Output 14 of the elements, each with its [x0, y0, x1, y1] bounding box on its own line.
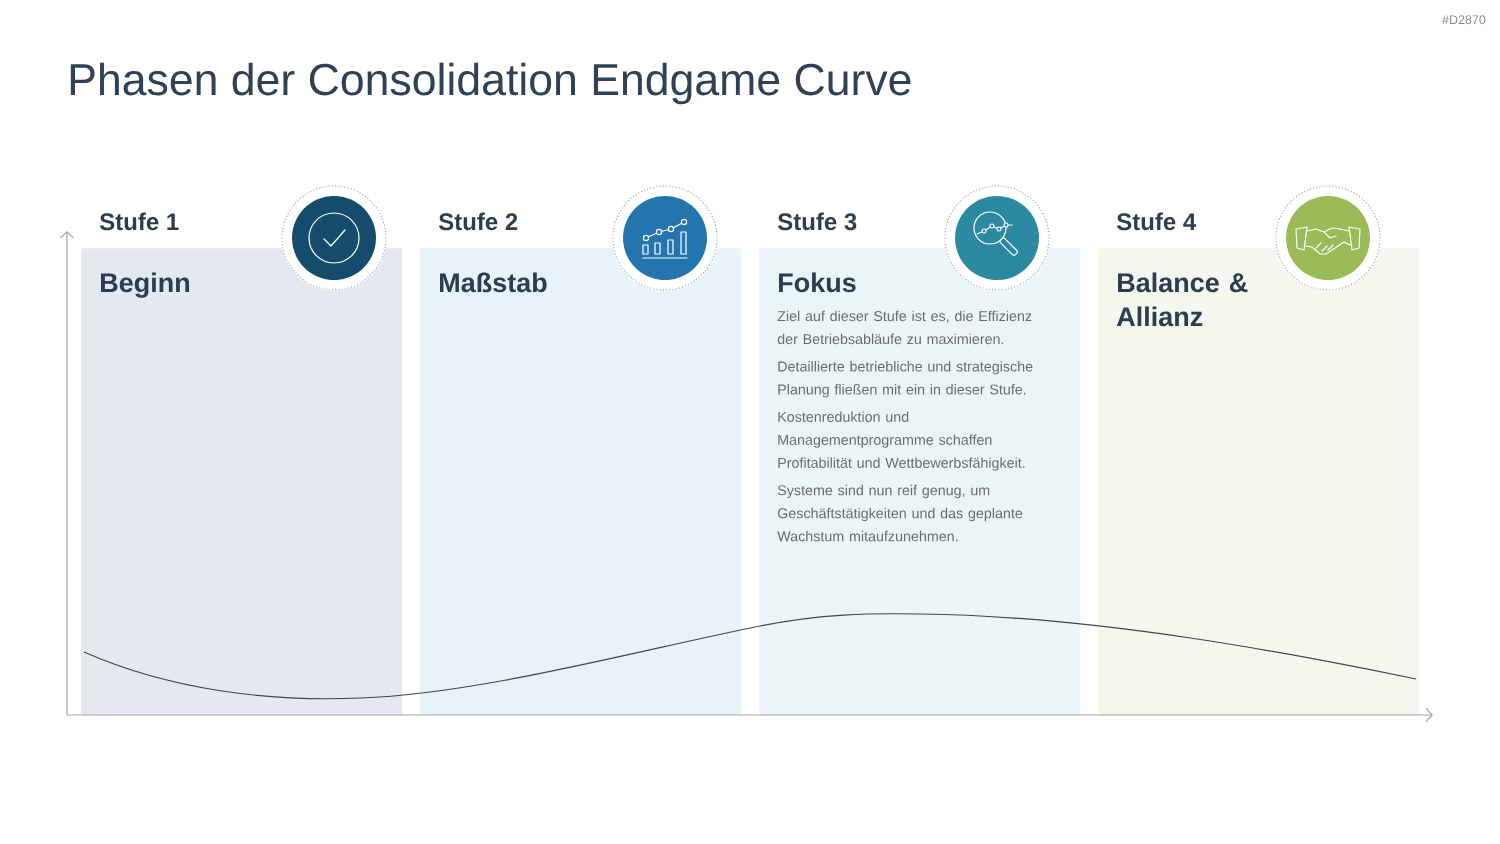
stage-label: Stufe 1: [99, 212, 179, 231]
body-text: Kostenreduktion und Managementprogramme schaffen Profitabilität und Wettbewerbsfähigkeit.: [778, 411, 1025, 471]
stage-title: Fokus: [779, 272, 856, 293]
body-text: Systeme sind nun reif genug, um Geschäftstätigkeiten und das geplante Wachstum mitaufzunehmen.: [777, 484, 1023, 542]
stage-label: Stufe 3: [777, 212, 857, 231]
stage-title: Balance & Allianz: [1116, 272, 1248, 327]
slide-title: Phasen der Consolidation Endgame Curve: [70, 62, 911, 105]
body-text: Detaillierte betriebliche und strategische Planung fließen mit ein in dieser Stufe.: [778, 361, 1033, 398]
stage-label: Stufe 4: [1116, 212, 1197, 231]
stage-label: Stufe 2: [438, 212, 518, 231]
body-text: Ziel auf dieser Stufe ist es, die Effizienz der Betriebsabläufe zu maximieren.: [777, 310, 1032, 345]
reference-code: #D2870: [1442, 15, 1486, 25]
stage-title: Beginn: [101, 272, 190, 298]
stage-title: Maßstab: [440, 272, 547, 293]
